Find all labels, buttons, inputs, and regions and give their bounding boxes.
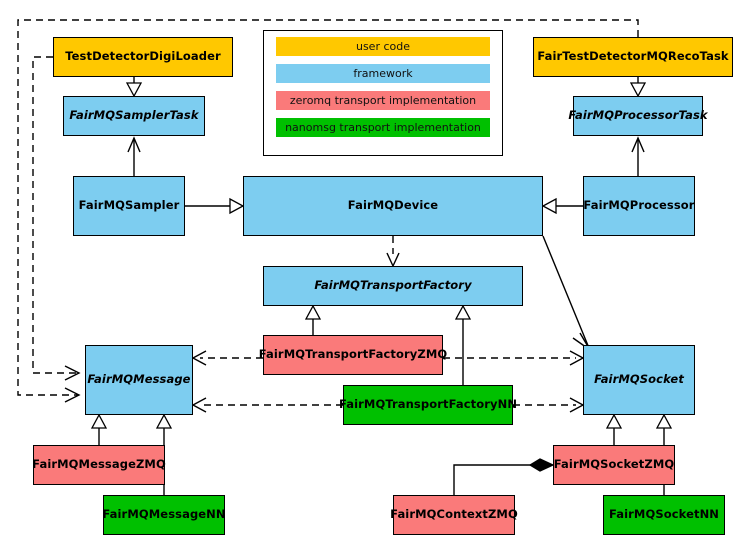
class-label-fairmqdevice: FairMQDevice [347,198,439,213]
arrowhead-recotask-to-message [64,387,81,403]
class-label-fairtestdetectormqrecotask: FairTestDetectorMQRecoTask [537,49,729,64]
class-label-fairmqmessagezmq: FairMQMessageZMQ [32,457,166,472]
arrowhead-messagezmq-message [90,413,108,429]
arrowhead-tfnn-message [191,397,207,413]
class-label-testdetectordigiloader: TestDetectorDigiLoader [65,49,221,64]
class-box-fairmqmessage[interactable]: FairMQMessage [85,345,193,415]
legend-item-framework: framework [276,64,490,83]
class-box-fairmqsocket[interactable]: FairMQSocket [583,345,695,415]
class-label-fairmqsampler: FairMQSampler [78,198,180,213]
edge-device-socket [542,235,590,349]
class-box-fairmqmessagezmq[interactable]: FairMQMessageZMQ [32,445,166,485]
arrowhead-digiloader-to-message [64,365,81,381]
class-label-fairmqmessage: FairMQMessage [87,372,191,387]
class-label-fairmqprocessor: FairMQProcessor [583,198,695,213]
class-label-fairmqtransportfactoryzmq: FairMQTransportFactoryZMQ [258,347,448,362]
arrowhead-tfzmq-message [191,350,207,366]
class-label-fairmqprocessortask: FairMQProcessorTask [568,108,708,123]
edge-recotask-to-message [17,19,639,396]
legend-panel: user code framework zeromq transport imp… [263,30,503,156]
class-box-fairmqprocessortask[interactable]: FairMQProcessorTask [568,96,708,136]
class-label-fairmqsocketnn: FairMQSocketNN [608,507,720,522]
class-label-fairmqtransportfactory: FairMQTransportFactory [314,278,472,293]
arrowhead-tfzmq-socket [569,350,585,366]
arrowhead-messagenn-message [155,413,173,429]
class-box-fairmqprocessor[interactable]: FairMQProcessor [583,176,695,236]
class-box-testdetectordigiloader[interactable]: TestDetectorDigiLoader [53,37,233,77]
class-box-fairmqmessagenn[interactable]: FairMQMessageNN [102,495,226,535]
diamond-contextzmq-socketzmq [528,458,555,472]
arrowhead-digiloader-samplertask [125,82,143,98]
legend-label-nanomsg: nanomsg transport implementation [285,121,481,134]
class-box-fairmqtransportfactory[interactable]: FairMQTransportFactory [263,266,523,306]
arrowhead-processor-device [541,197,557,215]
class-box-fairmqsamplertask[interactable]: FairMQSamplerTask [63,96,205,136]
arrowhead-sampler-device [229,197,245,215]
legend-item-zeromq: zeromq transport implementation [276,91,490,110]
class-box-fairmqdevice[interactable]: FairMQDevice [243,176,543,236]
class-label-fairmqcontextzmq: FairMQContextZMQ [390,507,518,522]
class-box-fairmqcontextzmq[interactable]: FairMQContextZMQ [390,495,518,535]
arrowhead-device-transportfactory [386,252,400,268]
arrowhead-socketnn-socket [655,413,673,429]
class-box-fairtestdetectormqrecotask[interactable]: FairTestDetectorMQRecoTask [533,37,733,77]
edge-contextzmq-socketzmq [453,464,540,495]
class-label-fairmqtransportfactorynn: FairMQTransportFactoryNN [338,397,518,412]
class-box-fairmqsocketzmq[interactable]: FairMQSocketZMQ [553,445,675,485]
arrowhead-tfnn-tf [454,304,472,320]
legend-item-user-code: user code [276,37,490,56]
class-label-fairmqmessagenn: FairMQMessageNN [102,507,226,522]
arrowhead-sampler-samplertask [127,136,141,153]
class-label-fairmqsocket: FairMQSocket [594,372,684,387]
arrowhead-processor-processortask [631,136,645,153]
legend-label-user-code: user code [355,40,411,53]
class-box-fairmqtransportfactorynn[interactable]: FairMQTransportFactoryNN [339,385,517,425]
legend-label-framework: framework [353,67,413,80]
arrowhead-tfnn-socket [569,397,585,413]
class-label-fairmqsamplertask: FairMQSamplerTask [69,108,199,123]
class-box-fairmqsampler[interactable]: FairMQSampler [73,176,185,236]
class-box-fairmqsocketnn[interactable]: FairMQSocketNN [603,495,725,535]
class-box-fairmqtransportfactoryzmq[interactable]: FairMQTransportFactoryZMQ [259,335,447,375]
legend-item-nanomsg: nanomsg transport implementation [276,118,490,137]
arrowhead-socketzmq-socket [605,413,623,429]
legend-label-zeromq: zeromq transport implementation [289,94,477,107]
class-label-fairmqsocketzmq: FairMQSocketZMQ [553,457,675,472]
arrowhead-recotask-processortask [629,82,647,98]
arrowhead-tfzmq-tf [304,304,322,320]
